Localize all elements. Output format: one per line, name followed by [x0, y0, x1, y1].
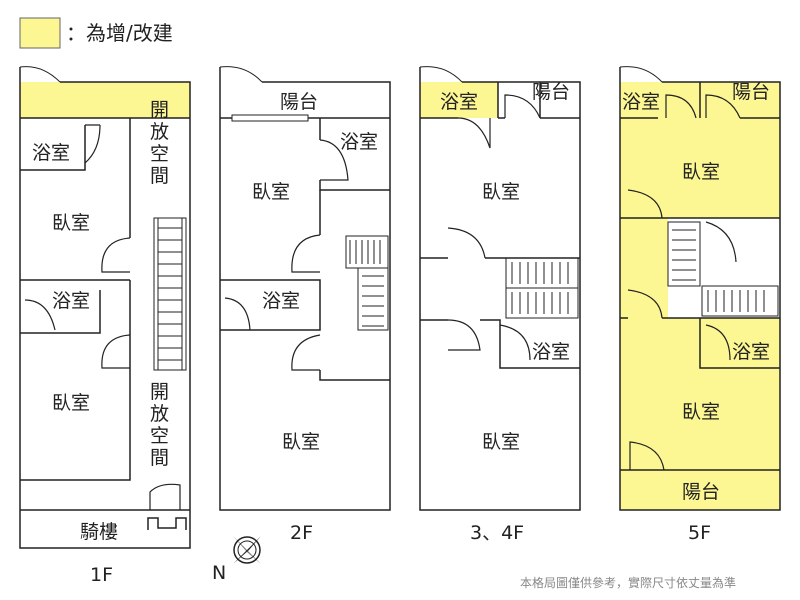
- f5-door-arc-top: [619, 66, 663, 83]
- f1-bed-door: [101, 237, 131, 273]
- f1-entry-arrow-icon: [147, 517, 187, 530]
- f1-door-arc-top: [19, 66, 61, 83]
- f1-room-bed-bottom: 臥室: [52, 392, 90, 414]
- f5-outer-wall: [619, 67, 781, 511]
- f2-bath2-wall: [220, 282, 321, 331]
- f34-bed-door: [447, 227, 486, 259]
- f5-wall: [620, 82, 780, 119]
- floor-3-4f: 浴室 陽台 臥室 浴室 臥室: [419, 66, 581, 511]
- f2-bath2-door: [224, 297, 251, 331]
- f2-bath-wall: [319, 118, 390, 191]
- f1-room-open-top: 開放空間: [150, 99, 169, 187]
- f5-stair-door: [705, 221, 737, 263]
- f2-wall: [319, 370, 390, 381]
- f5-bed2-door: [627, 289, 663, 319]
- f5-bed-door: [627, 189, 663, 219]
- f2-bed2-door: [291, 334, 321, 371]
- f1-inner-wall: [20, 118, 131, 481]
- f5-room-balcony-top: 陽台: [732, 81, 770, 103]
- f5-balcony-door: [705, 94, 741, 119]
- f1-bath-wall: [20, 125, 86, 171]
- floor-1f: 浴室 臥室 浴室 臥室 開放空間 開放空間 騎樓: [19, 66, 191, 549]
- f2-bed-door: [291, 234, 321, 273]
- legend-swatch: [19, 17, 61, 49]
- f2-window: [231, 114, 309, 122]
- f5-balcony2-door: [629, 441, 665, 471]
- f34-room-bath-top: 浴室: [440, 91, 478, 113]
- f34-room-balcony: 陽台: [532, 81, 570, 103]
- compass-icon: [233, 536, 261, 564]
- f1-bed2-door: [101, 334, 131, 369]
- f2-room-bath-mid: 浴室: [262, 290, 300, 312]
- f34-wall: [420, 82, 580, 119]
- f2-room-bath-top: 浴室: [340, 131, 378, 153]
- f1-stairs: [153, 217, 187, 371]
- f1-room-bed-top: 臥室: [52, 212, 90, 234]
- f1-entrance-door: [149, 483, 181, 510]
- f34-bed2-door: [447, 319, 481, 351]
- f34-room-bath-mid: 浴室: [532, 341, 570, 363]
- f34-room-bed-bottom: 臥室: [482, 431, 520, 453]
- f34-door-arc-top: [419, 66, 463, 83]
- f5-bath-door: [665, 94, 697, 119]
- floor-2f: 陽台 浴室 臥室 浴室 臥室: [219, 66, 391, 511]
- f5-room-bed-top: 臥室: [682, 161, 720, 183]
- f1-room-bath-top: 浴室: [32, 142, 70, 164]
- f2-stairs: [345, 235, 389, 331]
- floor-label-2f: 2F: [290, 522, 313, 544]
- floor-label-5f: 5F: [688, 522, 711, 544]
- compass-north-label: N: [212, 562, 226, 584]
- f2-room-balcony: 陽台: [280, 91, 318, 113]
- f5-stairs: [667, 221, 779, 317]
- f2-room-bed-top: 臥室: [252, 181, 290, 203]
- floor-label-1f: 1F: [90, 564, 113, 586]
- f5-bath2-door: [705, 324, 731, 361]
- f1-bath2-wall: [20, 290, 101, 334]
- f5-bath2-wall: [699, 318, 780, 369]
- f34-room-bed-top: 臥室: [482, 181, 520, 203]
- f5-room-bath-mid: 浴室: [732, 341, 770, 363]
- f34-balcony-door: [504, 94, 541, 119]
- legend-label: ：為增/改建: [66, 21, 173, 45]
- f34-bath-door: [457, 117, 491, 149]
- f1-outer-wall: [19, 67, 191, 549]
- f5-room-bed-bottom: 臥室: [682, 401, 720, 423]
- f5-room-balcony-bottom: 陽台: [682, 481, 720, 503]
- f34-extension-area: [420, 82, 498, 118]
- floor-5f: 浴室 陽台 臥室 浴室 臥室 陽台: [619, 66, 781, 511]
- f1-room-open-bottom: 開放空間: [150, 381, 169, 469]
- f1-bath2-door: [24, 299, 56, 331]
- f1-bath-door: [84, 124, 101, 164]
- f1-room-bath-mid: 浴室: [52, 290, 90, 312]
- f2-bath-door: [319, 139, 349, 181]
- f2-wall: [220, 190, 321, 282]
- f5-room-bath-top: 浴室: [622, 91, 660, 113]
- f34-wall: [420, 319, 580, 369]
- f1-extension-area: [20, 82, 190, 118]
- floor-label-3-4f: 3、4F: [470, 522, 524, 544]
- f2-door-arc-top: [219, 66, 263, 83]
- f34-bath2-door: [499, 324, 531, 361]
- f2-outer-wall: [219, 67, 391, 511]
- f1-room-arcade: 騎樓: [80, 521, 118, 543]
- f34-stairs: [505, 257, 579, 319]
- disclaimer-note: 本格局圖僅供參考，實際尺寸依丈量為準: [520, 575, 736, 590]
- f5-extension-mid-left: [620, 218, 668, 318]
- f2-room-bed-bottom: 臥室: [282, 431, 320, 453]
